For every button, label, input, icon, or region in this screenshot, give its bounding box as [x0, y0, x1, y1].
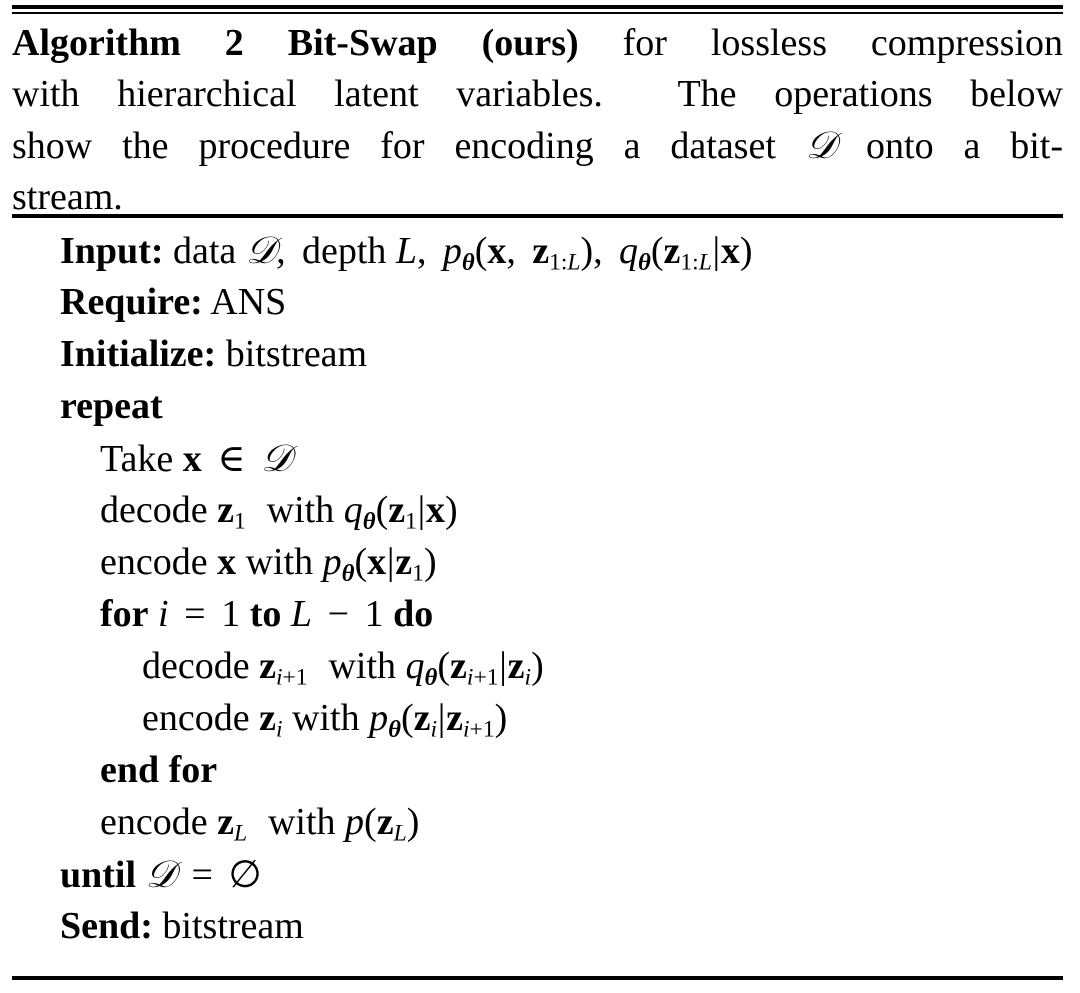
label-data: data: [173, 230, 237, 272]
label-encode: encode: [100, 541, 208, 583]
caption-line-1: Algorithm 2 Bit-Swap (ours) for lossless…: [12, 22, 1063, 64]
algorithm-line-require: Require: ANS: [0, 276, 1080, 328]
algorithm-line-input: Input: data 𝒟, depth L, pθ(x, z1:L), qθ(…: [60, 228, 753, 276]
symbol-p: p: [442, 230, 462, 272]
symbol-L: L: [395, 230, 418, 272]
keyword-to: to: [249, 593, 282, 635]
algorithm-line-encode-zL: encode zL with p(zL): [100, 801, 420, 847]
keyword-until: until: [60, 854, 137, 896]
algorithm-line-until: until 𝒟 = ∅: [60, 852, 262, 896]
label-with: with: [266, 489, 335, 531]
caption-line-3: show the procedure for encoding a datase…: [12, 123, 1063, 167]
algorithm-line-encode-x: encode x with pθ(x|z1): [100, 541, 437, 587]
algorithm-line-send: Send: bitstream: [0, 900, 1080, 952]
algorithm-line-repeat: repeat: [0, 380, 1080, 432]
algorithm-caption: Algorithm 2 Bit-Swap (ours) for lossless…: [12, 18, 1063, 223]
keyword-require: Require:: [60, 281, 203, 323]
algorithm-line-decode-z1: decode z1 with qθ(z1|x): [100, 489, 458, 535]
algorithm-line-end-for: end for: [0, 744, 1080, 796]
value-bitstream-init: bitstream: [225, 333, 368, 375]
keyword-input: Input:: [60, 230, 164, 272]
keyword-initialize: Initialize:: [60, 333, 217, 375]
keyword-do: do: [393, 593, 434, 635]
value-bitstream-send: bitstream: [162, 905, 304, 947]
label-decode: decode: [100, 489, 208, 531]
keyword-end-for: end for: [100, 749, 218, 791]
caption-bold-title: Algorithm 2 Bit-Swap (ours): [12, 22, 579, 64]
rule-top-inner: [12, 12, 1063, 14]
caption-dataset-symbol: 𝒟: [805, 123, 837, 167]
algorithm-line-decode-zi1: decode zi+1 with qθ(zi+1|zi): [142, 645, 544, 691]
label-depth: depth: [301, 230, 387, 272]
algorithm-line-take-x: Take x ∈ 𝒟: [100, 436, 292, 480]
rule-caption-separator: [12, 214, 1063, 218]
rule-bottom: [12, 976, 1063, 980]
value-ans: ANS: [210, 281, 287, 323]
algorithm-line-for: for i = 1 to L − 1 do: [100, 593, 434, 635]
algorithm-body: Input: data 𝒟, depth L, pθ(x, z1:L), qθ(…: [0, 224, 1080, 952]
keyword-for: for: [100, 593, 149, 635]
keyword-send: Send:: [60, 905, 153, 947]
label-take: Take: [100, 438, 174, 480]
keyword-repeat: repeat: [60, 385, 163, 427]
symbol-dataset: 𝒟: [245, 228, 277, 272]
caption-line-4: stream.: [12, 176, 123, 218]
caption-line-2: with hierarchical latent variables. The …: [12, 73, 1063, 115]
symbol-q: q: [618, 230, 638, 272]
symbol-emptyset: ∅: [228, 854, 262, 896]
algorithm-line-encode-zi: encode zi with pθ(zi|zi+1): [142, 697, 508, 743]
rule-top-outer: [12, 5, 1063, 9]
algorithm-line-initialize: Initialize: bitstream: [0, 328, 1080, 380]
